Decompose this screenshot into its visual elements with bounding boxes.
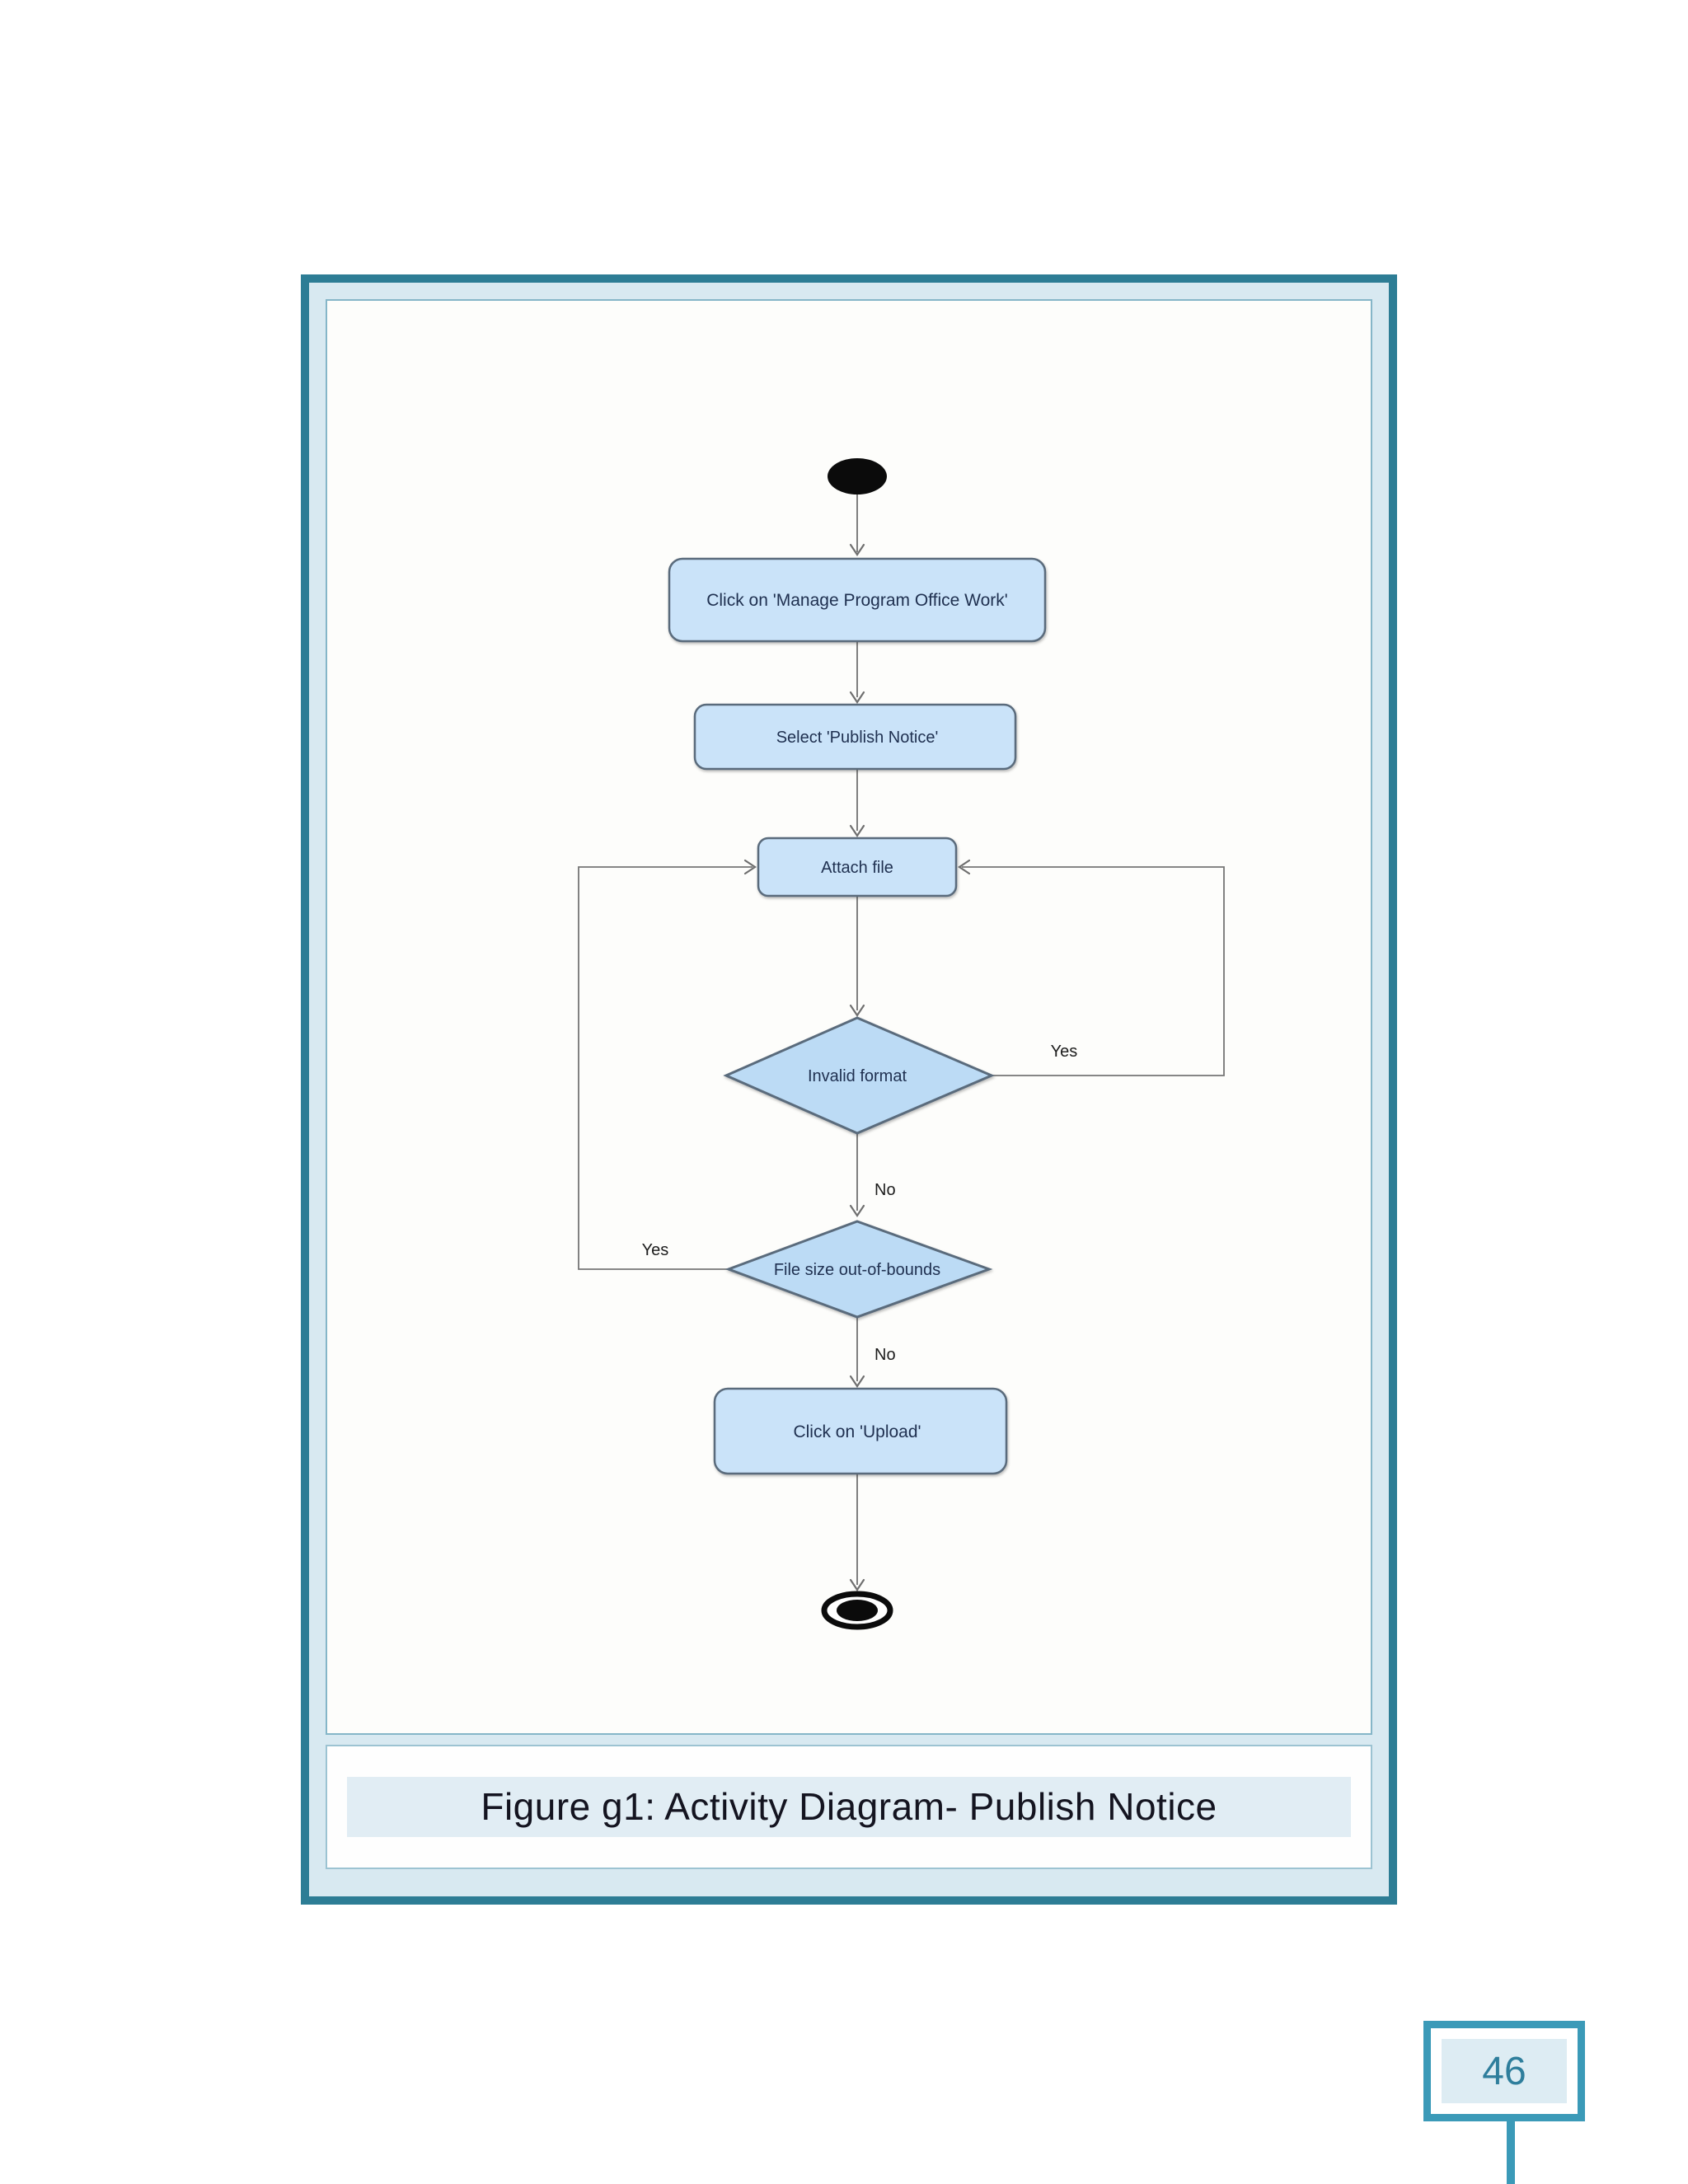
final-node [821,1591,893,1630]
edge-label-format-no: No [874,1181,896,1199]
flow-edges [578,494,1225,1591]
page-number-strip: 46 [1442,2039,1567,2103]
edge-size-yes-loop [578,866,753,1270]
figure-frame: Yes No Yes No Click on 'Manage Program O… [301,274,1397,1905]
page-number-tail-line [1507,2120,1515,2184]
figure-caption-box: Figure g1: Activity Diagram- Publish Not… [326,1745,1372,1869]
figure-caption-text: Figure g1: Activity Diagram- Publish Not… [481,1784,1217,1828]
action-node-manage-shape [668,557,1047,643]
arrowhead-down-2 [849,691,865,704]
arrowhead-down-7 [849,1578,865,1591]
action-node-select-label: Select 'Publish Notice' [776,729,939,747]
final-node-core [837,1600,878,1621]
action-node-upload: Click on 'Upload' [713,1387,1008,1475]
figure-caption-strip: Figure g1: Activity Diagram- Publish Not… [347,1776,1351,1838]
edge-labels: Yes No Yes No [642,1043,1078,1364]
arrowhead-right-1 [743,859,757,875]
action-node-select: Select 'Publish Notice' [693,703,1017,771]
arrowhead-left-1 [958,859,971,875]
decision-node-format-shape [723,1016,995,1135]
action-node-select-shape [693,703,1017,771]
action-node-attach-shape [757,837,958,898]
flow-nodes: Click on 'Manage Program Office Work' Se… [668,458,1047,1630]
decision-node-size-label: File size out-of-bounds [774,1261,940,1279]
edge-format-yes-loop [962,866,1225,1076]
action-node-upload-shape [713,1387,1008,1475]
arrowhead-down-6 [849,1375,865,1388]
diagram-panel: Yes No Yes No Click on 'Manage Program O… [326,299,1372,1735]
arrowhead-down-3 [849,824,865,837]
decision-node-size: File size out-of-bounds [724,1220,993,1319]
action-node-manage-label: Click on 'Manage Program Office Work' [706,591,1008,610]
action-node-manage: Click on 'Manage Program Office Work' [668,557,1047,643]
arrowhead-down-5 [849,1204,865,1217]
page-number-badge: 46 [1423,2021,1585,2121]
arrowhead-down-1 [849,543,865,556]
page-number-text: 46 [1482,2049,1526,2093]
action-node-upload-label: Click on 'Upload' [793,1422,921,1441]
edge-label-format-yes: Yes [1051,1043,1078,1061]
decision-node-format: Invalid format [723,1016,995,1135]
initial-node [828,458,887,494]
action-node-attach-label: Attach file [821,859,893,877]
activity-diagram-svg: Yes No Yes No Click on 'Manage Program O… [578,458,1225,1630]
decision-node-size-shape [724,1220,993,1319]
decision-node-format-label: Invalid format [808,1067,907,1085]
edge-label-size-no: No [874,1346,896,1364]
edge-label-size-yes: Yes [642,1241,669,1259]
arrowhead-down-4 [849,1004,865,1017]
action-node-attach: Attach file [757,837,958,898]
